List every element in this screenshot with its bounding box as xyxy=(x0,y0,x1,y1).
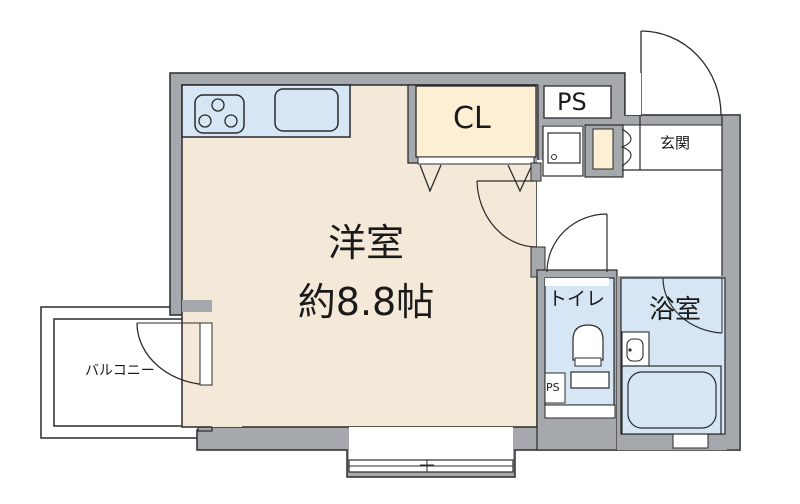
bathroom xyxy=(617,276,727,450)
bathroom-label: 浴室 xyxy=(649,295,702,325)
bathtub-icon xyxy=(621,365,722,435)
toilet-icon xyxy=(570,324,610,389)
closet-label: CL xyxy=(453,101,491,136)
kitchen-counter xyxy=(181,84,351,138)
washing-machine-pan xyxy=(542,125,584,177)
closet xyxy=(407,84,539,193)
toilet-room xyxy=(536,213,618,451)
balcony-label: バルコニー xyxy=(85,363,155,379)
western-room-size: 約8.8帖 xyxy=(297,280,435,324)
sliding-window-icon xyxy=(348,427,514,473)
pipe-space-top xyxy=(543,85,612,119)
shoe-cabinet xyxy=(584,124,632,178)
balcony-door xyxy=(136,322,213,386)
stove-icon xyxy=(194,94,245,134)
pipe-space-label: PS xyxy=(557,88,587,116)
entrance-label: 玄関 xyxy=(660,134,691,152)
sink-icon xyxy=(274,88,339,132)
pipe-space-toilet-label: PS xyxy=(546,381,560,394)
western-room-name: 洋室 xyxy=(327,221,404,265)
wash-basin-icon xyxy=(621,331,650,369)
toilet-label: トイレ xyxy=(548,288,606,310)
